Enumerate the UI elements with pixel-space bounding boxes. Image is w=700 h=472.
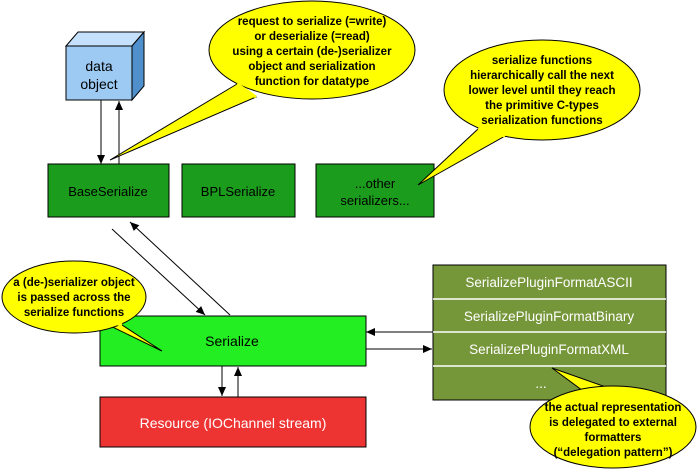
bpl-serialize-label: BPLSerialize [201, 184, 275, 199]
callout-request-line5: function for datatype [255, 76, 369, 88]
callout-hierarchy-line3: lower level until they reach [469, 85, 616, 97]
base-serialize-box: BaseSerialize [47, 163, 170, 218]
serialize-label: Serialize [205, 333, 259, 349]
callout-hierarchy: serialize functions hierarchically call … [417, 39, 641, 186]
callout-delegation-line3: formatters [585, 432, 642, 444]
callout-delegation-line4: (“delegation pattern”) [554, 447, 673, 459]
callout-request-line2: or deserialize (=read) [254, 31, 370, 43]
resource-box: Resource (IOChannel stream) [99, 396, 367, 448]
arrow-base-to-serialize [111, 228, 206, 316]
other-serializers-label-line2: serializers... [340, 193, 409, 208]
callout-passed-line3: serialize functions [24, 307, 124, 319]
bpl-serialize-box: BPLSerialize [181, 163, 296, 218]
callout-request-line4: object and serialization [248, 61, 375, 73]
data-object-cube: data object [64, 30, 146, 102]
callout-request-line3: using a certain (de-)serializer [232, 46, 392, 58]
callout-passed-line1: a (de-)serializer object [13, 277, 135, 289]
callout-hierarchy-line4: the primitive C-types [485, 100, 599, 112]
serialize-box: Serialize [99, 315, 367, 367]
callout-delegation-line1: the actual representation [545, 402, 682, 414]
formatter-more: ... [535, 376, 546, 391]
callout-passed: a (de-)serializer object is passed acros… [1, 260, 163, 352]
formatter-binary: SerializePluginFormatBinary [464, 309, 635, 324]
resource-label: Resource (IOChannel stream) [140, 415, 327, 431]
arrow-serialize-to-base [129, 221, 231, 316]
other-serializers-box: ...other serializers... [315, 163, 435, 218]
callout-delegation: the actual representation is delegated t… [529, 367, 697, 469]
callout-hierarchy-line2: hierarchically call the next [470, 70, 614, 82]
base-serialize-label: BaseSerialize [68, 184, 148, 199]
callout-request-line1: request to serialize (=write) [238, 16, 387, 28]
callout-hierarchy-line1: serialize functions [492, 55, 592, 67]
callout-delegation-line2: is delegated to external [549, 417, 677, 429]
formatter-ascii: SerializePluginFormatASCII [465, 275, 632, 290]
data-object-label-line2: object [80, 76, 117, 92]
callout-request: request to serialize (=write) or deseria… [109, 0, 416, 161]
connectors [97, 100, 433, 397]
callout-hierarchy-line5: serialization functions [481, 115, 602, 127]
callout-passed-line2: is passed across the [17, 292, 130, 304]
data-object-label-line1: data [85, 58, 112, 74]
other-serializers-label-line1: ...other [355, 176, 396, 191]
formatter-xml: SerializePluginFormatXML [469, 342, 629, 357]
formatter-stack: SerializePluginFormatASCII SerializePlug… [432, 264, 667, 401]
